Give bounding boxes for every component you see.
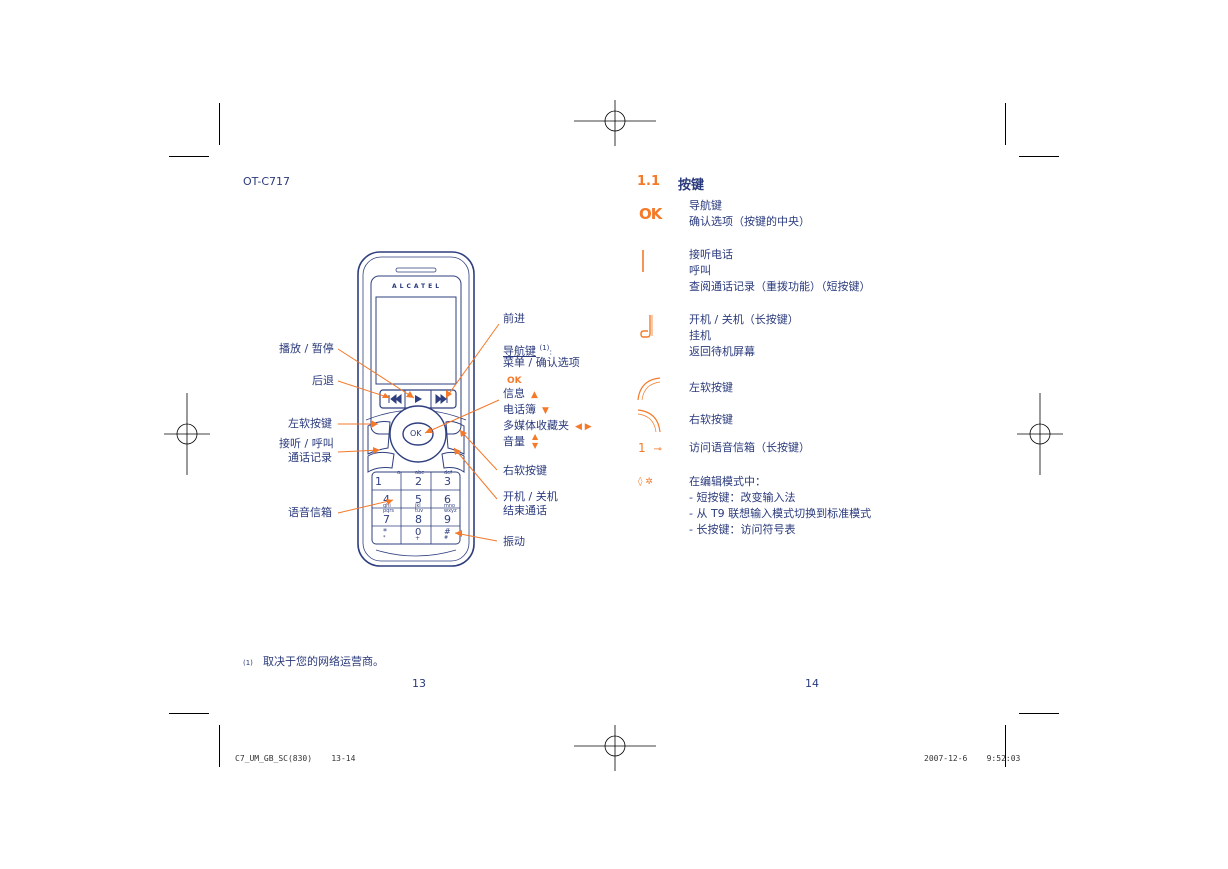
- nav-key-colon: :: [549, 347, 553, 357]
- phonebook-label: 电话簿: [503, 403, 536, 416]
- key-desc-ok: 导航键 确认选项（按键的中央）: [689, 198, 810, 230]
- messages-label: 信息: [503, 387, 525, 400]
- crop-mark: [169, 156, 209, 157]
- desc-line: 导航键: [689, 199, 722, 212]
- footnote-text: 取决于您的网络运营商。: [263, 655, 384, 668]
- callout-nav-key: 导航键 (1):: [503, 340, 552, 361]
- key-desc-send: 接听电话 呼叫 查阅通话记录（重拨功能）（短按键）: [689, 247, 871, 295]
- callout-play-pause: 播放 / 暂停: [279, 342, 334, 355]
- crop-mark: [169, 713, 209, 714]
- end-key-icon: [640, 315, 653, 338]
- callout-menu-confirm: 菜单 / 确认选项: [503, 356, 580, 369]
- desc-line: 开机 / 关机（长按键）: [689, 313, 799, 326]
- crop-mark: [219, 103, 220, 145]
- desc-line: 挂机: [689, 329, 711, 342]
- up-down-arrow-icon: ▲▼: [532, 432, 539, 450]
- callout-end-call: 结束通话: [503, 504, 547, 517]
- callout-volume: 音量 ▲▼: [503, 432, 538, 450]
- section-number: 1.1: [637, 174, 661, 189]
- callout-answer-call: 接听 / 呼叫: [279, 437, 334, 450]
- desc-line: 右软按键: [689, 413, 733, 426]
- crop-mark: [1005, 103, 1006, 145]
- crop-mark: [1005, 725, 1006, 767]
- callout-voicemail: 语音信箱: [288, 506, 332, 519]
- desc-line: 左软按键: [689, 381, 733, 394]
- desc-line: 返回待机屏幕: [689, 345, 755, 358]
- volume-label: 音量: [503, 435, 525, 448]
- key-desc-left-softkey: 左软按键: [689, 380, 733, 396]
- page-number-left: 13: [412, 677, 426, 690]
- callout-forward: 前进: [503, 312, 525, 325]
- callout-left-softkey: 左软按键: [288, 417, 332, 430]
- callout-vibrate: 振动: [503, 535, 525, 548]
- media-label: 多媒体收藏夹: [503, 419, 569, 432]
- callout-back: 后退: [312, 374, 334, 387]
- phone-ok-key: OK: [410, 429, 422, 438]
- callout-messages: 信息 ▲: [503, 386, 538, 403]
- desc-line: 查阅通话记录（重拨功能）（短按键）: [689, 280, 871, 293]
- key-desc-end: 开机 / 关机（长按键） 挂机 返回待机屏幕: [689, 312, 799, 360]
- crop-mark: [219, 725, 220, 767]
- footnote-marker: (1): [243, 659, 253, 667]
- desc-line: 在编辑模式中：: [689, 475, 766, 488]
- desc-line: 确认选项（按键的中央）: [689, 215, 810, 228]
- crop-mark: [1019, 156, 1059, 157]
- phone-illustration: [357, 251, 475, 567]
- desc-line: - 短按键：改变输入法: [689, 491, 796, 504]
- registration-mark-icon: [574, 100, 656, 146]
- callout-media: 多媒体收藏夹 ◀ ▶: [503, 418, 592, 435]
- callout-call-log: 通话记录: [288, 451, 332, 464]
- phone-brand-logo: ALCATEL: [392, 283, 443, 290]
- desc-line: - 从 T9 联想输入模式切换到标准模式: [689, 507, 872, 520]
- registration-mark-icon: [164, 393, 210, 475]
- star-key-icon: ◊ ✲: [638, 477, 653, 487]
- slug-right: 2007-12-6 9:52:03: [924, 754, 1021, 763]
- page-number-right: 14: [805, 677, 819, 690]
- down-arrow-icon: ▼: [542, 406, 549, 416]
- nav-key-footnote-ref: (1): [539, 344, 550, 352]
- left-softkey-icon: [637, 377, 661, 401]
- desc-line: 呼叫: [689, 264, 711, 277]
- section-title: 按键: [678, 178, 705, 193]
- send-key-icon: [642, 250, 644, 272]
- registration-mark-icon: [574, 725, 656, 771]
- callout-ok-glyph: OK: [507, 376, 522, 386]
- key-desc-star: 在编辑模式中： - 短按键：改变输入法 - 从 T9 联想输入模式切换到标准模式…: [689, 474, 871, 538]
- registration-mark-icon: [1017, 393, 1063, 475]
- key-desc-right-softkey: 右软按键: [689, 412, 733, 428]
- slug-left: C7_UM_GB_SC(830) 13-14: [235, 754, 356, 763]
- right-softkey-icon: [637, 409, 661, 433]
- callout-right-softkey: 右软按键: [503, 464, 547, 477]
- nav-key-label: 导航键: [503, 344, 536, 358]
- up-arrow-icon: ▲: [531, 390, 538, 400]
- crop-mark: [1019, 713, 1059, 714]
- model-name: OT-C717: [243, 175, 291, 188]
- left-right-arrow-icon: ◀ ▶: [575, 422, 592, 432]
- voicemail-key-icon: 1 ⊸: [638, 441, 662, 455]
- desc-line: 访问语音信箱（长按键）: [689, 441, 810, 454]
- desc-line: 接听电话: [689, 248, 733, 261]
- key-desc-voicemail: 访问语音信箱（长按键）: [689, 440, 810, 456]
- desc-line: - 长按键：访问符号表: [689, 523, 796, 536]
- ok-icon: OK: [639, 205, 662, 223]
- callout-phonebook: 电话簿 ▼: [503, 402, 549, 419]
- callout-power: 开机 / 关机: [503, 490, 558, 503]
